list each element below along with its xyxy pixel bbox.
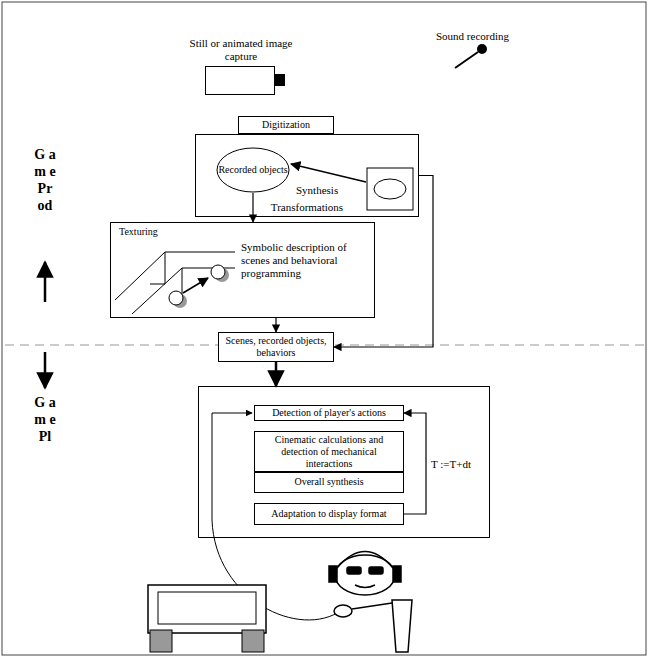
flow-arrow	[275, 362, 278, 386]
up-arrow	[44, 262, 47, 302]
process-box: Detection of player's actions	[254, 405, 404, 421]
node-label: Recorded objects	[218, 164, 287, 176]
object-ellipse: Recorded objects	[216, 147, 290, 193]
flow-arrow	[404, 413, 426, 514]
down-arrow	[44, 352, 47, 388]
node-label: Scenes, recorded objects, behaviors	[222, 335, 330, 359]
node-label: Adaptation to display format	[258, 508, 400, 520]
process-box: Still or animated image capture	[205, 66, 275, 95]
node-label: Still or animated image capture	[182, 37, 300, 63]
player-figure	[329, 552, 412, 653]
node-label: Texturing	[119, 226, 158, 238]
node-label: Transformations	[196, 201, 418, 213]
process-box: Scenes, recorded objects, behaviors	[218, 332, 334, 362]
node-body: Symbolic description of scenes and behav…	[241, 241, 369, 280]
section-label: G a m e Pl	[33, 394, 57, 445]
ellipse-shape	[217, 148, 289, 192]
flow-arrow	[252, 193, 253, 222]
process-box: Cinematic calculations and detection of …	[254, 431, 404, 473]
process-box: Digitization	[238, 116, 334, 134]
annotation-label: Synthesis	[296, 184, 356, 196]
process-box: Transformations Recorded objects	[195, 134, 419, 217]
flow-arrow	[275, 318, 276, 332]
section-label: G a m e Pr od	[33, 146, 57, 214]
node-label: Detection of player's actions	[258, 407, 400, 419]
microphone	[455, 44, 487, 68]
scene-drawing	[115, 252, 235, 314]
node-label: Overall synthesis	[258, 476, 400, 488]
synthesis-arrow	[291, 164, 366, 182]
process-box: Overall synthesis	[254, 471, 404, 493]
synthesis-box	[367, 168, 413, 210]
process-box: TexturingSymbolic description of scenes …	[110, 222, 375, 318]
annotation-label: Sound recording	[436, 30, 536, 42]
node-label: Cinematic calculations and detection of …	[258, 434, 400, 470]
node-label: Digitization	[241, 119, 331, 131]
edge-label: T :=T+dt	[430, 458, 472, 470]
process-box: Adaptation to display format	[254, 503, 404, 525]
camera-lens	[275, 74, 285, 86]
monitor	[148, 585, 266, 652]
